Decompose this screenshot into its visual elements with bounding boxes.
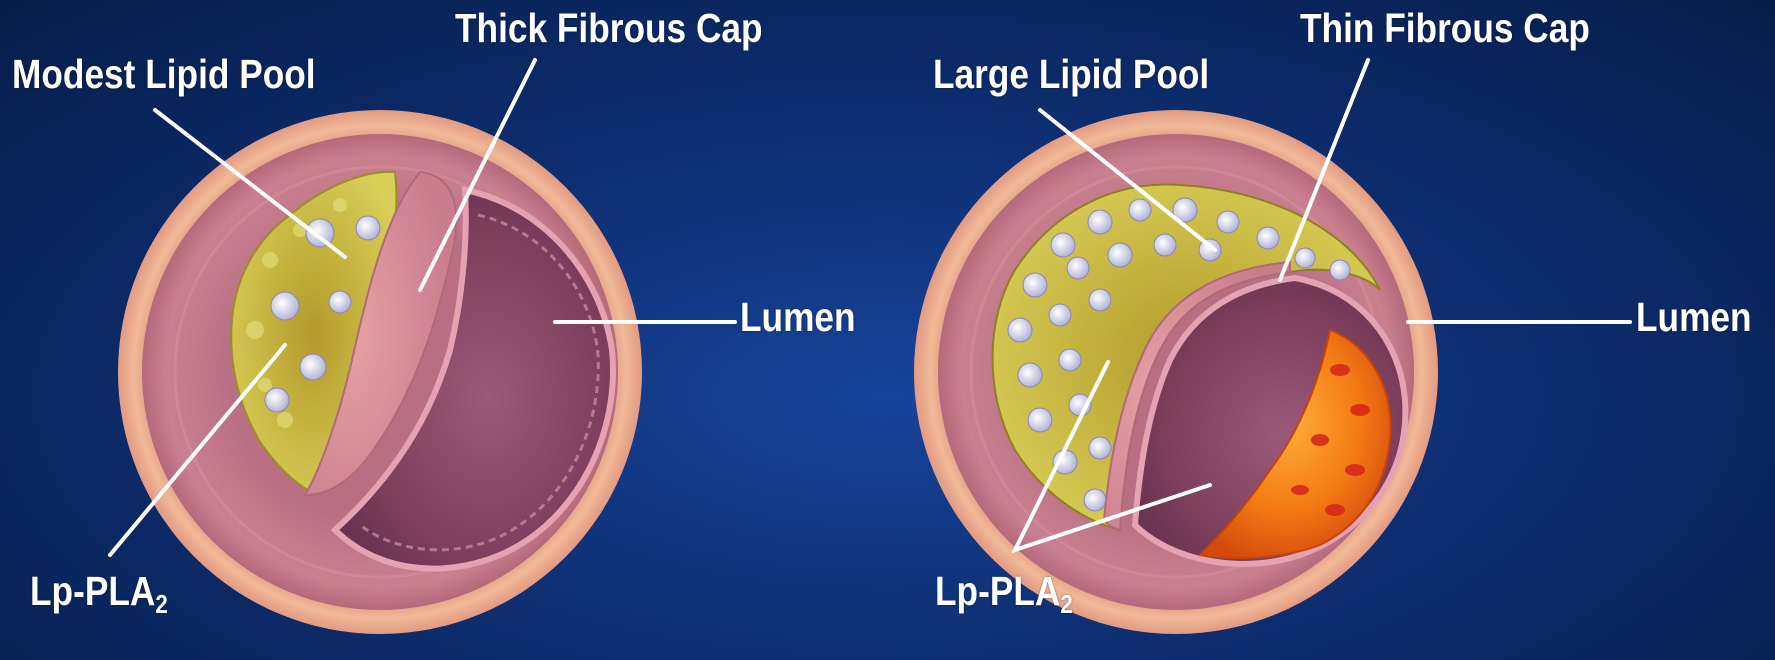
label-lp-pla2-left: Lp-PLA2 xyxy=(30,571,168,617)
vulnerable-plaque-artery xyxy=(914,110,1438,634)
lp-pla2-text: Lp-PLA xyxy=(30,568,155,614)
label-large-lipid-pool: Large Lipid Pool xyxy=(933,54,1209,95)
label-lumen-right: Lumen xyxy=(1636,297,1752,338)
label-lumen-left: Lumen xyxy=(740,297,856,338)
label-thick-fibrous-cap: Thick Fibrous Cap xyxy=(455,8,763,49)
stable-plaque-artery xyxy=(118,110,642,634)
label-thin-fibrous-cap: Thin Fibrous Cap xyxy=(1300,8,1590,49)
label-lp-pla2-right: Lp-PLA2 xyxy=(935,571,1073,617)
lp-pla2-subscript: 2 xyxy=(155,589,167,619)
lp-pla2-text: Lp-PLA xyxy=(935,568,1060,614)
lp-pla2-subscript: 2 xyxy=(1060,589,1072,619)
label-modest-lipid-pool: Modest Lipid Pool xyxy=(12,54,316,95)
